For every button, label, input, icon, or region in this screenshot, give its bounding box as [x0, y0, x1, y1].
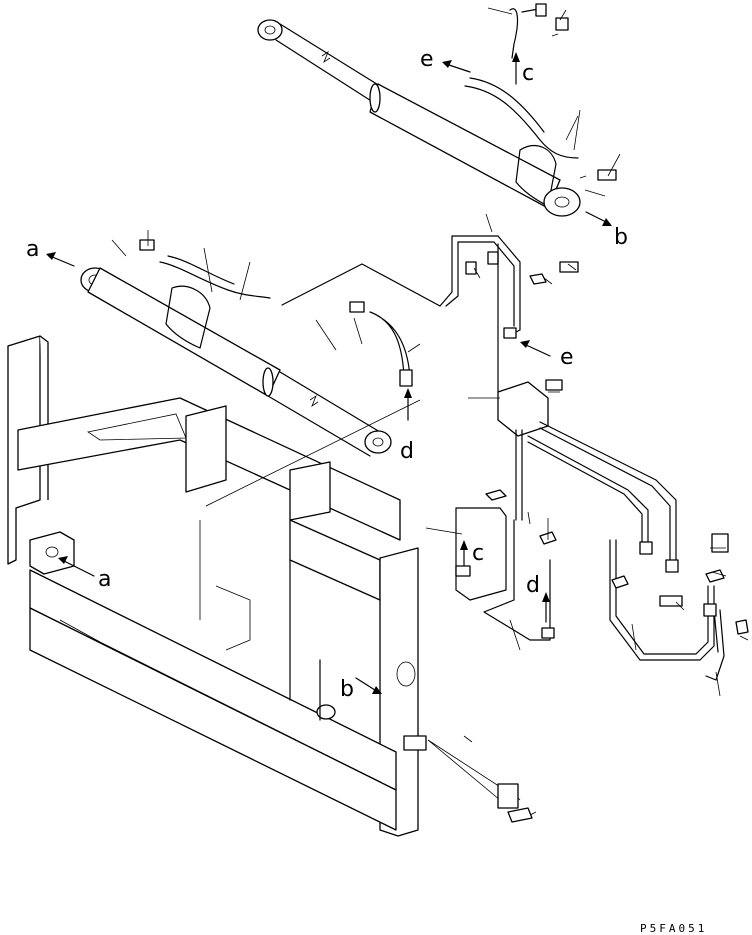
flow-arrows — [46, 52, 612, 694]
label-a-frame: a — [98, 567, 111, 592]
label-b-right: b — [614, 225, 628, 250]
label-e-top: e — [420, 47, 434, 72]
label-c-top: c — [522, 61, 534, 86]
label-d-mid: d — [400, 439, 414, 464]
label-e-mid: e — [560, 345, 574, 370]
drawing-code: P5FA051 — [640, 922, 707, 935]
label-d-lower: d — [526, 573, 540, 598]
leader-lines — [111, 7, 749, 823]
hydraulic-lines — [281, 235, 749, 681]
label-c-lower: c — [472, 541, 484, 566]
callout-labels: a a b b c c d d e e — [26, 47, 628, 702]
label-a-left: a — [26, 237, 39, 262]
lower-cylinder — [80, 239, 413, 457]
upper-cylinder — [257, 3, 617, 217]
label-b-frame: b — [340, 677, 354, 702]
carriage-frame — [7, 335, 427, 837]
